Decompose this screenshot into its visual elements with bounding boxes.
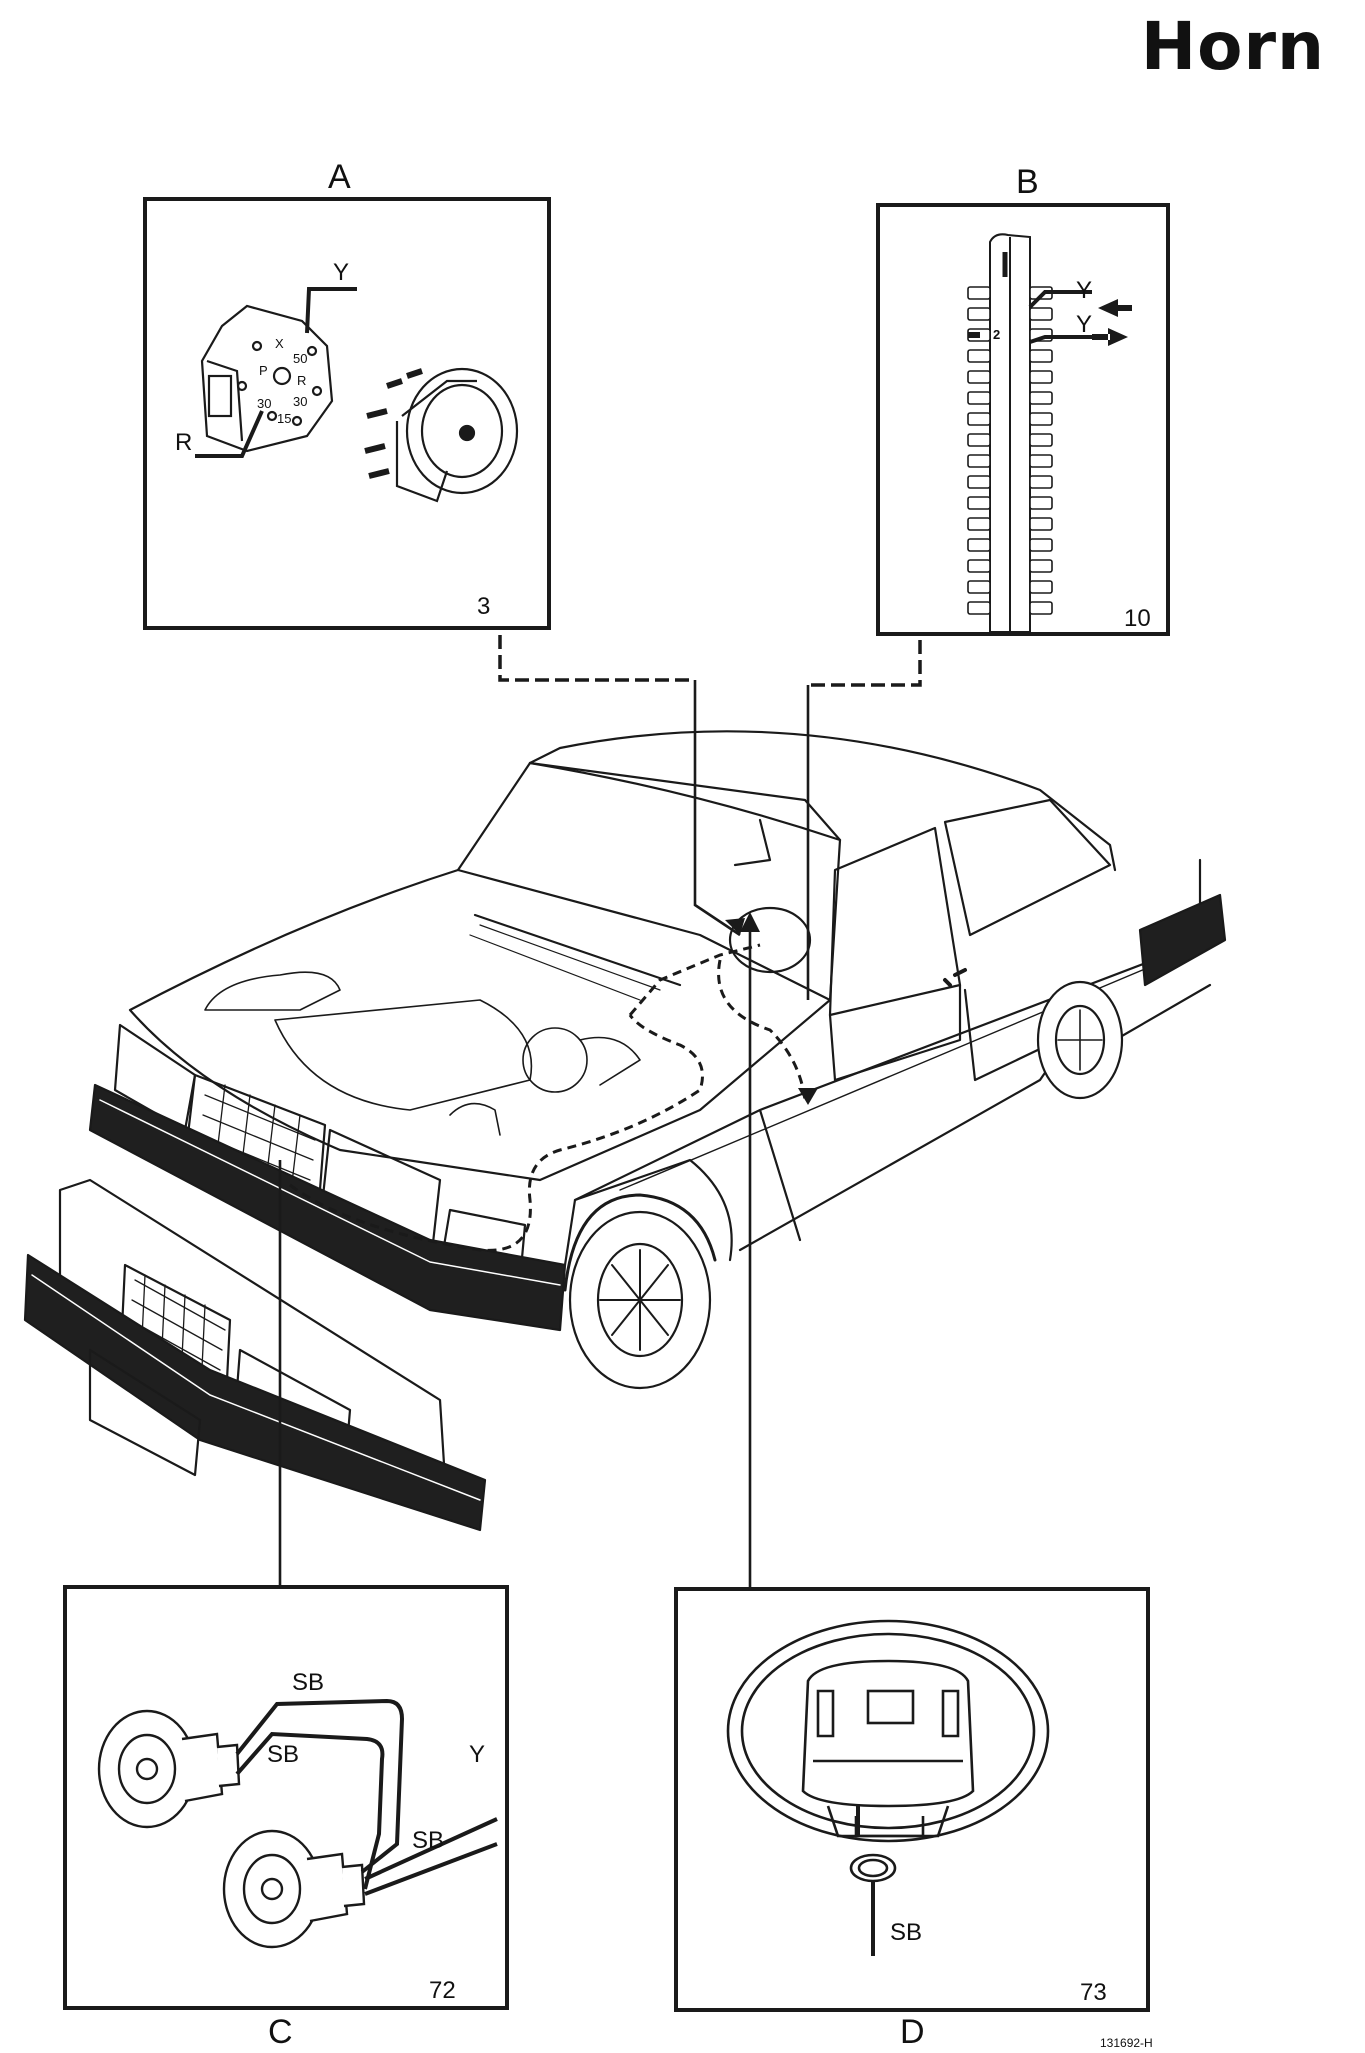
connector-terminal xyxy=(967,538,991,552)
panel-a-wire-y xyxy=(305,287,357,334)
panel-c-number: 72 xyxy=(429,1977,456,2004)
terminal-x: X xyxy=(275,336,284,351)
connector-terminal xyxy=(967,349,991,363)
arrow-in-icon xyxy=(1098,299,1132,317)
panel-b-wire-y-lower-label: Y xyxy=(1076,311,1093,338)
wire-sb-3 xyxy=(364,1842,498,1896)
harness-route-dash xyxy=(628,943,761,1016)
panel-a-ignition-switch: Y R X 50 P R 30 30 15 3 xyxy=(143,197,551,630)
terminal-30-a: 30 xyxy=(257,396,272,411)
side-window-front xyxy=(828,826,962,1017)
panel-a-wire-r-label: R xyxy=(175,429,193,456)
side-window-rear xyxy=(943,798,1112,937)
steering-wheel-drawing xyxy=(726,1619,1050,1956)
panel-a-wire-r xyxy=(195,410,264,458)
wire-y xyxy=(364,1817,498,1881)
connector-terminal xyxy=(967,286,991,300)
car-roof xyxy=(528,730,1117,872)
connector-terminal xyxy=(1029,496,1053,510)
car-hood xyxy=(128,868,832,1182)
connector-strip-drawing xyxy=(967,233,1132,633)
connector-terminal xyxy=(1029,475,1053,489)
front-bumper xyxy=(88,1083,567,1332)
connector-terminal xyxy=(967,370,991,384)
connector-terminal xyxy=(1029,349,1053,363)
connector-terminal xyxy=(1029,580,1053,594)
connector-terminal xyxy=(1029,517,1053,531)
connector-terminal xyxy=(1029,433,1053,447)
leader-b xyxy=(808,640,922,687)
steering-wheel-rim xyxy=(726,1619,1050,1843)
rear-bumper xyxy=(1138,893,1227,987)
connector-terminal xyxy=(1029,370,1053,384)
page-title: Horn xyxy=(1140,8,1325,85)
connector-terminal xyxy=(967,559,991,573)
connector-terminal xyxy=(967,391,991,405)
connector-terminal xyxy=(1029,307,1053,321)
connector-terminal xyxy=(967,496,991,510)
panel-b-pin-label: 2 xyxy=(993,327,1001,342)
panel-b-wire-y-upper xyxy=(1028,290,1092,309)
panel-a-wire-y-label: Y xyxy=(333,259,350,286)
panel-c-horns: SB SB Y SB 72 xyxy=(63,1585,509,2010)
terminal-15: 15 xyxy=(277,411,292,426)
connector-terminal xyxy=(967,517,991,531)
connector-terminal xyxy=(967,307,991,321)
connector-terminal xyxy=(967,454,991,468)
panel-b-number: 10 xyxy=(1124,605,1151,632)
panel-b-wire-y-lower xyxy=(1029,335,1092,344)
wire-sb-1 xyxy=(235,1698,405,1874)
wire-sb-2 xyxy=(235,1731,385,1890)
horns-drawing xyxy=(97,1698,498,1949)
panel-d-wire-sb-label: SB xyxy=(890,1919,923,1946)
terminal-p: P xyxy=(259,363,268,378)
connector-terminal xyxy=(1029,601,1053,615)
panel-d-steering-wheel: SB 73 xyxy=(674,1587,1150,2012)
connector-terminal xyxy=(967,475,991,489)
leader-a xyxy=(498,635,695,682)
connector-terminal xyxy=(967,433,991,447)
connector-terminal xyxy=(1029,454,1053,468)
panel-b-letter: B xyxy=(1016,163,1039,201)
terminal-50: 50 xyxy=(293,351,308,366)
connector-terminal xyxy=(1029,391,1053,405)
panel-c-wire-sb-3-label: SB xyxy=(412,1827,445,1854)
connector-terminal xyxy=(1029,412,1053,426)
panel-c-wire-sb-2-label: SB xyxy=(267,1741,300,1768)
connector-terminal xyxy=(967,580,991,594)
front-view-bumper xyxy=(23,1253,487,1532)
harness-route-pillar xyxy=(717,959,807,1101)
panel-b-wire-y-upper-label: Y xyxy=(1076,277,1093,304)
connector-terminal xyxy=(1029,538,1053,552)
panel-c-wire-sb-1-label: SB xyxy=(292,1669,325,1696)
ignition-switch-drawing xyxy=(195,287,519,503)
panel-a-letter: A xyxy=(328,158,351,196)
arrow-out-icon xyxy=(1092,328,1128,346)
terminal-r: R xyxy=(297,373,307,388)
panel-b-connector-strip: Y Y 2 10 xyxy=(876,203,1170,636)
panel-a-number: 3 xyxy=(477,593,491,620)
panel-c-wire-y-label: Y xyxy=(469,1741,486,1768)
connector-terminal xyxy=(1029,559,1053,573)
terminal-30-b: 30 xyxy=(293,394,308,409)
windshield xyxy=(456,761,842,1002)
footer-code: 131692-H xyxy=(1100,2036,1153,2050)
harness-route-front xyxy=(289,1014,704,1252)
panel-c-letter: C xyxy=(268,2013,293,2051)
connector-terminal xyxy=(967,601,991,615)
steering-wheel xyxy=(728,906,812,974)
connector-terminal xyxy=(967,412,991,426)
panel-d-letter: D xyxy=(900,2013,925,2051)
panel-d-number: 73 xyxy=(1080,1979,1107,2006)
